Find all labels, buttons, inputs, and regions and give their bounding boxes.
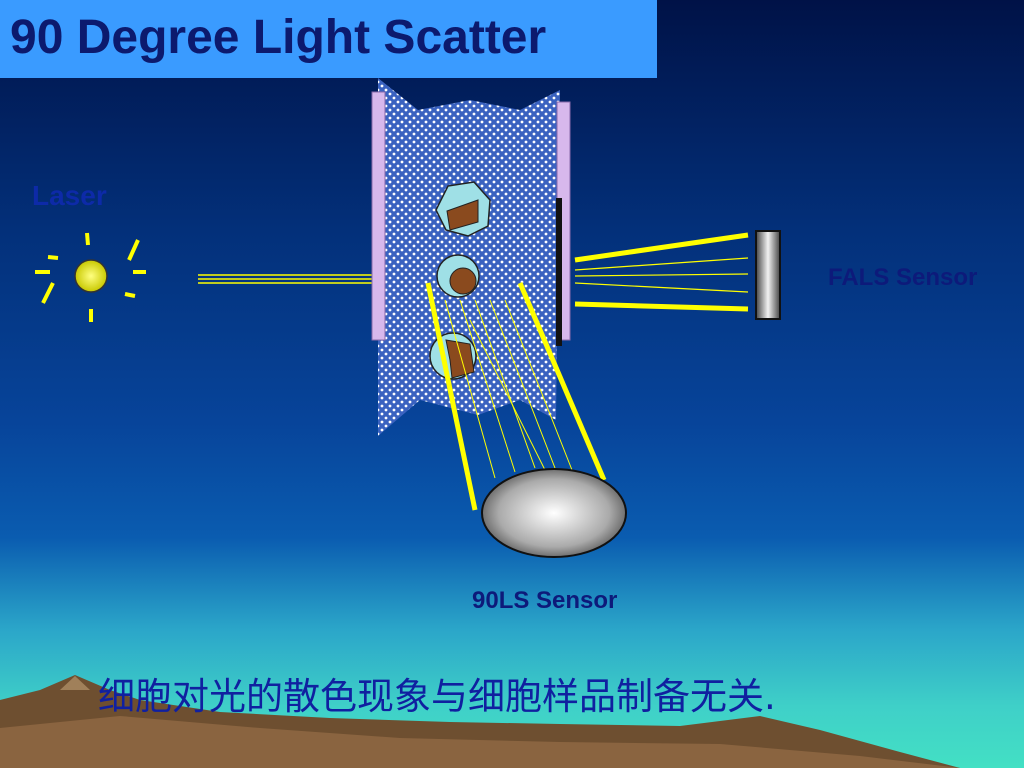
- obscuration-bar: [556, 198, 562, 346]
- forward-scatter-rays: [574, 232, 749, 312]
- incident-beam: [198, 274, 372, 284]
- fals-sensor: [755, 230, 781, 320]
- flow-cell-wall-left: [371, 91, 386, 341]
- mountain-landscape: [0, 675, 960, 768]
- ls90-sensor: [481, 468, 627, 558]
- flow-cell-stream: [378, 78, 560, 436]
- fals-sensor-label: FALS Sensor: [828, 264, 978, 291]
- cell-bottom: [429, 332, 477, 380]
- side-scatter-rays: [425, 282, 607, 511]
- cell-top: [435, 181, 491, 237]
- laser-label: Laser: [32, 180, 107, 211]
- cell-middle: [436, 254, 480, 298]
- laser-source: [35, 232, 146, 322]
- slide-title: 90 Degree Light Scatter: [10, 11, 547, 64]
- title-banner: 90 Degree Light Scatter: [0, 0, 657, 78]
- ls90-sensor-label: 90LS Sensor: [472, 587, 618, 614]
- caption-note: 细胞对光的散色现象与细胞样品制备无关.: [98, 675, 776, 718]
